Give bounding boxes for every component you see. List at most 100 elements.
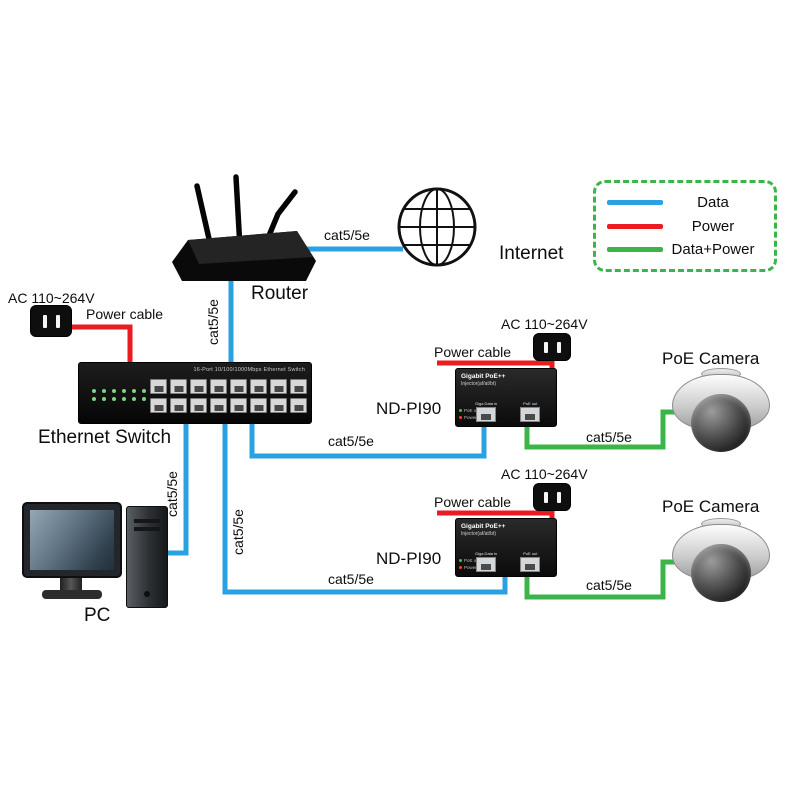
led-label: PoE on (464, 558, 479, 563)
legend: Data Power Data+Power (593, 180, 777, 272)
plug-slot (42, 314, 47, 328)
switch-ports (150, 379, 307, 413)
injector-led-block: PoE on Power (459, 556, 479, 570)
injector-led-block: PoE on Power (459, 406, 479, 420)
led-label: Power (464, 565, 477, 570)
cable-data-switch-pc (166, 423, 189, 556)
led-label: Power (464, 415, 477, 420)
led-indicator (122, 397, 126, 401)
plug-slot (556, 491, 561, 503)
green-led-icon (459, 409, 462, 412)
cat5-label-switch-pc: cat5/5e (164, 471, 180, 517)
green-led-icon (459, 559, 462, 562)
led-indicator (92, 397, 96, 401)
rj45-port (190, 398, 207, 413)
rj45-port (210, 379, 227, 394)
power-cable-label-injector2: Power cable (434, 494, 512, 510)
cat5-label-router-switch: cat5/5e (205, 299, 221, 345)
injector-title: Gigabit PoE++ (461, 373, 506, 380)
cat5-label-switch-injector2: cat5/5e (328, 571, 374, 587)
legend-data-line-icon (607, 200, 663, 206)
plug-slot (55, 314, 60, 328)
monitor-screen (30, 510, 114, 570)
ac-voltage-label-switch: AC 110~264V (8, 290, 95, 306)
switch-led-block (92, 389, 148, 401)
power-cable-label-injector1: Power cable (434, 344, 512, 360)
injector-title: Gigabit PoE++ (461, 523, 506, 530)
port-label: PoE out (523, 401, 538, 406)
rj45-port (270, 398, 287, 413)
rj45-port (520, 557, 541, 572)
pc-monitor-icon (22, 502, 122, 578)
port-label: Giga Data in (475, 401, 498, 406)
internet-globe-icon (397, 187, 477, 267)
poe-camera-icon-2 (672, 518, 770, 604)
rj45-port (170, 398, 187, 413)
rj45-port (476, 407, 497, 422)
cat5-label-switch-injector2-vertical: cat5/5e (230, 509, 246, 555)
plug-slot (556, 341, 561, 353)
rj45-port (190, 379, 207, 394)
router-icon (172, 174, 316, 281)
ethernet-switch-label: Ethernet Switch (38, 427, 172, 448)
plug-slot (543, 341, 548, 353)
ac-voltage-label-injector1: AC 110~264V (501, 316, 588, 332)
injector-ports: Giga Data in PoE out (475, 401, 541, 422)
cable-datapower-injector1-camera1 (524, 409, 678, 450)
internet-label: Internet (499, 243, 564, 264)
legend-item-power: Power (607, 218, 763, 235)
injector-ports: Giga Data in PoE out (475, 551, 541, 572)
legend-label: Power (691, 217, 735, 235)
led-indicator (122, 389, 126, 393)
legend-label: Data (697, 194, 729, 212)
rj45-port (210, 398, 227, 413)
legend-item-datapower: Data+Power (607, 241, 763, 258)
cable-power-plug-switch (71, 324, 133, 366)
ac-plug-icon-injector1 (533, 333, 571, 361)
power-cable-label-switch: Power cable (86, 306, 164, 322)
rj45-port (150, 379, 167, 394)
pc-tower-icon (126, 506, 168, 608)
injector1-model-label: ND-PI90 (376, 399, 442, 418)
port-label: PoE out (523, 551, 538, 556)
monitor-base (42, 590, 102, 599)
cable-datapower-injector2-camera2 (524, 559, 678, 600)
led-indicator (142, 397, 146, 401)
led-label: PoE on (464, 408, 479, 413)
led-indicator (142, 389, 146, 393)
ethernet-switch-icon: 16-Port 10/100/1000Mbps Ethernet Switch (78, 362, 312, 424)
rj45-port (270, 379, 287, 394)
router-label: Router (251, 283, 309, 304)
red-led-icon (459, 416, 462, 419)
cable-data-switch-injector1 (249, 422, 487, 459)
legend-label: Data+Power (671, 240, 755, 258)
rj45-port (170, 379, 187, 394)
poe-camera2-label: PoE Camera (662, 497, 760, 516)
rj45-port (230, 398, 247, 413)
plug-slot (543, 491, 548, 503)
cat5-label-injector1-camera1: cat5/5e (586, 429, 632, 445)
rj45-port (150, 398, 167, 413)
ac-voltage-label-injector2: AC 110~264V (501, 466, 588, 482)
led-indicator (92, 389, 96, 393)
rj45-port (476, 557, 497, 572)
rj45-port (230, 379, 247, 394)
cat5-label-injector2-camera2: cat5/5e (586, 577, 632, 593)
legend-power-line-icon (607, 223, 663, 229)
led-indicator (112, 389, 116, 393)
ac-plug-icon-injector2 (533, 483, 571, 511)
injector2-model-label: ND-PI90 (376, 549, 442, 568)
cat5-label-switch-injector1: cat5/5e (328, 433, 374, 449)
cable-data-switch-injector2 (222, 423, 508, 595)
pc-label: PC (84, 605, 111, 626)
switch-panel-text: 16-Port 10/100/1000Mbps Ethernet Switch (193, 367, 305, 373)
led-indicator (112, 397, 116, 401)
router-body-top (188, 231, 313, 264)
led-indicator (102, 397, 106, 401)
port-label: Giga Data in (475, 551, 498, 556)
poe-camera-icon-1 (672, 368, 770, 454)
injector-subtitle: Injector(af/at/bt) (461, 381, 497, 387)
ac-plug-icon-switch (30, 305, 72, 337)
